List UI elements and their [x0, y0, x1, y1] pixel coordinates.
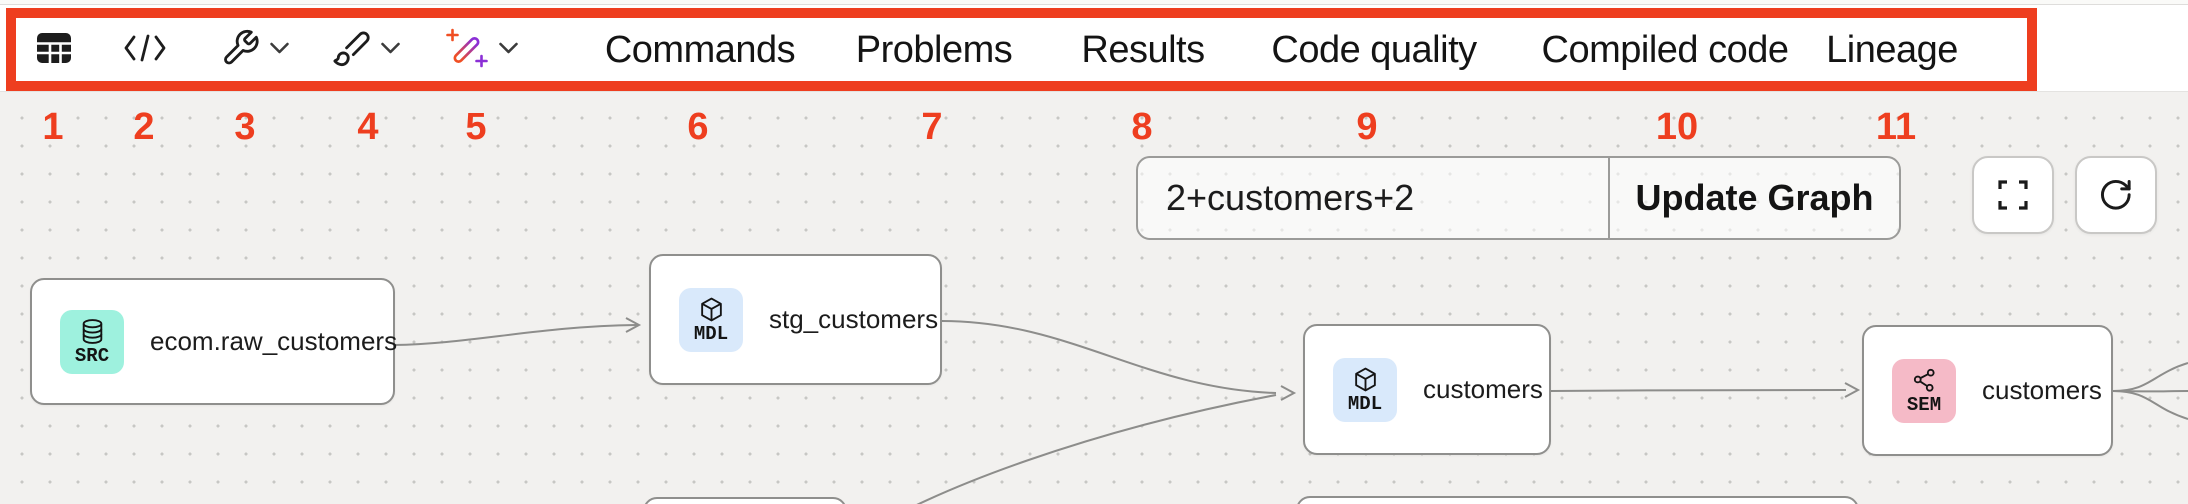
tab-results[interactable]: Results [1081, 29, 1205, 71]
annotation-number-7: 7 [921, 106, 943, 148]
node-label: stg_customers [769, 304, 939, 334]
tab-code-quality[interactable]: Code quality [1271, 29, 1477, 71]
node-ecom-raw-customers[interactable]: SRC ecom.raw_customers [30, 278, 398, 405]
annotation-number-2: 2 [133, 106, 155, 148]
table-button[interactable] [34, 28, 74, 68]
annotation-number-10: 10 [1655, 106, 1699, 148]
window-top-strip [0, 0, 2188, 5]
code-icon [124, 34, 166, 62]
update-graph-button[interactable]: Update Graph [1635, 177, 1874, 218]
fix-dropdown-button[interactable] [221, 28, 290, 68]
partial-node-bottom-left[interactable] [643, 497, 847, 504]
annotation-number-9: 9 [1356, 106, 1378, 148]
refresh-button[interactable] [2075, 156, 2157, 234]
node-type-badge: MDL [679, 287, 743, 352]
code-button[interactable] [122, 31, 168, 65]
annotation-number-8: 8 [1131, 106, 1153, 148]
annotation-highlight-box [6, 8, 2037, 91]
node-type-badge: SEM [1892, 358, 1956, 423]
broom-icon [333, 31, 370, 67]
network-icon [1913, 368, 1935, 392]
tab-lineage[interactable]: Lineage [1826, 29, 1958, 71]
cube-icon [700, 297, 722, 321]
annotation-number-1: 1 [42, 106, 64, 148]
annotation-number-11: 11 [1875, 106, 1917, 148]
node-label: ecom.raw_customers [150, 326, 398, 356]
chevron-down-icon [499, 42, 518, 54]
ai-magic-dropdown-button[interactable] [444, 25, 519, 71]
badge-type-label: SRC [74, 344, 110, 367]
node-stg-customers[interactable]: MDL stg_customers [649, 254, 942, 385]
node-customers-semantic[interactable]: SEM customers [1862, 325, 2113, 456]
wrench-icon [224, 29, 259, 65]
partial-node-bottom-center[interactable] [1296, 496, 1859, 504]
database-icon [82, 318, 102, 344]
node-label: customers [1982, 375, 2102, 405]
chevron-down-icon [270, 42, 289, 54]
node-label: customers [1423, 374, 1543, 404]
chevron-down-icon [381, 42, 400, 54]
tab-commands[interactable]: Commands [604, 29, 796, 71]
magic-wand-icon [446, 28, 488, 68]
annotation-number-4: 4 [357, 106, 379, 148]
graph-filter-input[interactable]: 2+customers+2 [1138, 158, 1610, 238]
table-icon [37, 33, 71, 63]
fullscreen-button[interactable] [1972, 156, 2054, 234]
tab-problems[interactable]: Problems [855, 29, 1013, 71]
refresh-icon [2100, 179, 2131, 210]
tab-compiled-code[interactable]: Compiled code [1541, 29, 1789, 71]
node-type-badge: SRC [60, 309, 124, 374]
annotation-number-5: 5 [465, 106, 487, 148]
annotation-number-6: 6 [687, 106, 709, 148]
format-dropdown-button[interactable] [332, 28, 401, 68]
node-customers-model[interactable]: MDL customers [1303, 324, 1551, 455]
graph-filter-bar: 2+customers+2 Update Graph [1136, 156, 1901, 240]
fullscreen-icon [1998, 180, 2028, 210]
annotation-number-3: 3 [234, 106, 256, 148]
badge-type-label: MDL [693, 322, 729, 345]
badge-type-label: MDL [1347, 392, 1383, 415]
badge-type-label: SEM [1906, 393, 1942, 416]
cube-icon [1354, 367, 1376, 391]
node-type-badge: MDL [1333, 357, 1397, 422]
